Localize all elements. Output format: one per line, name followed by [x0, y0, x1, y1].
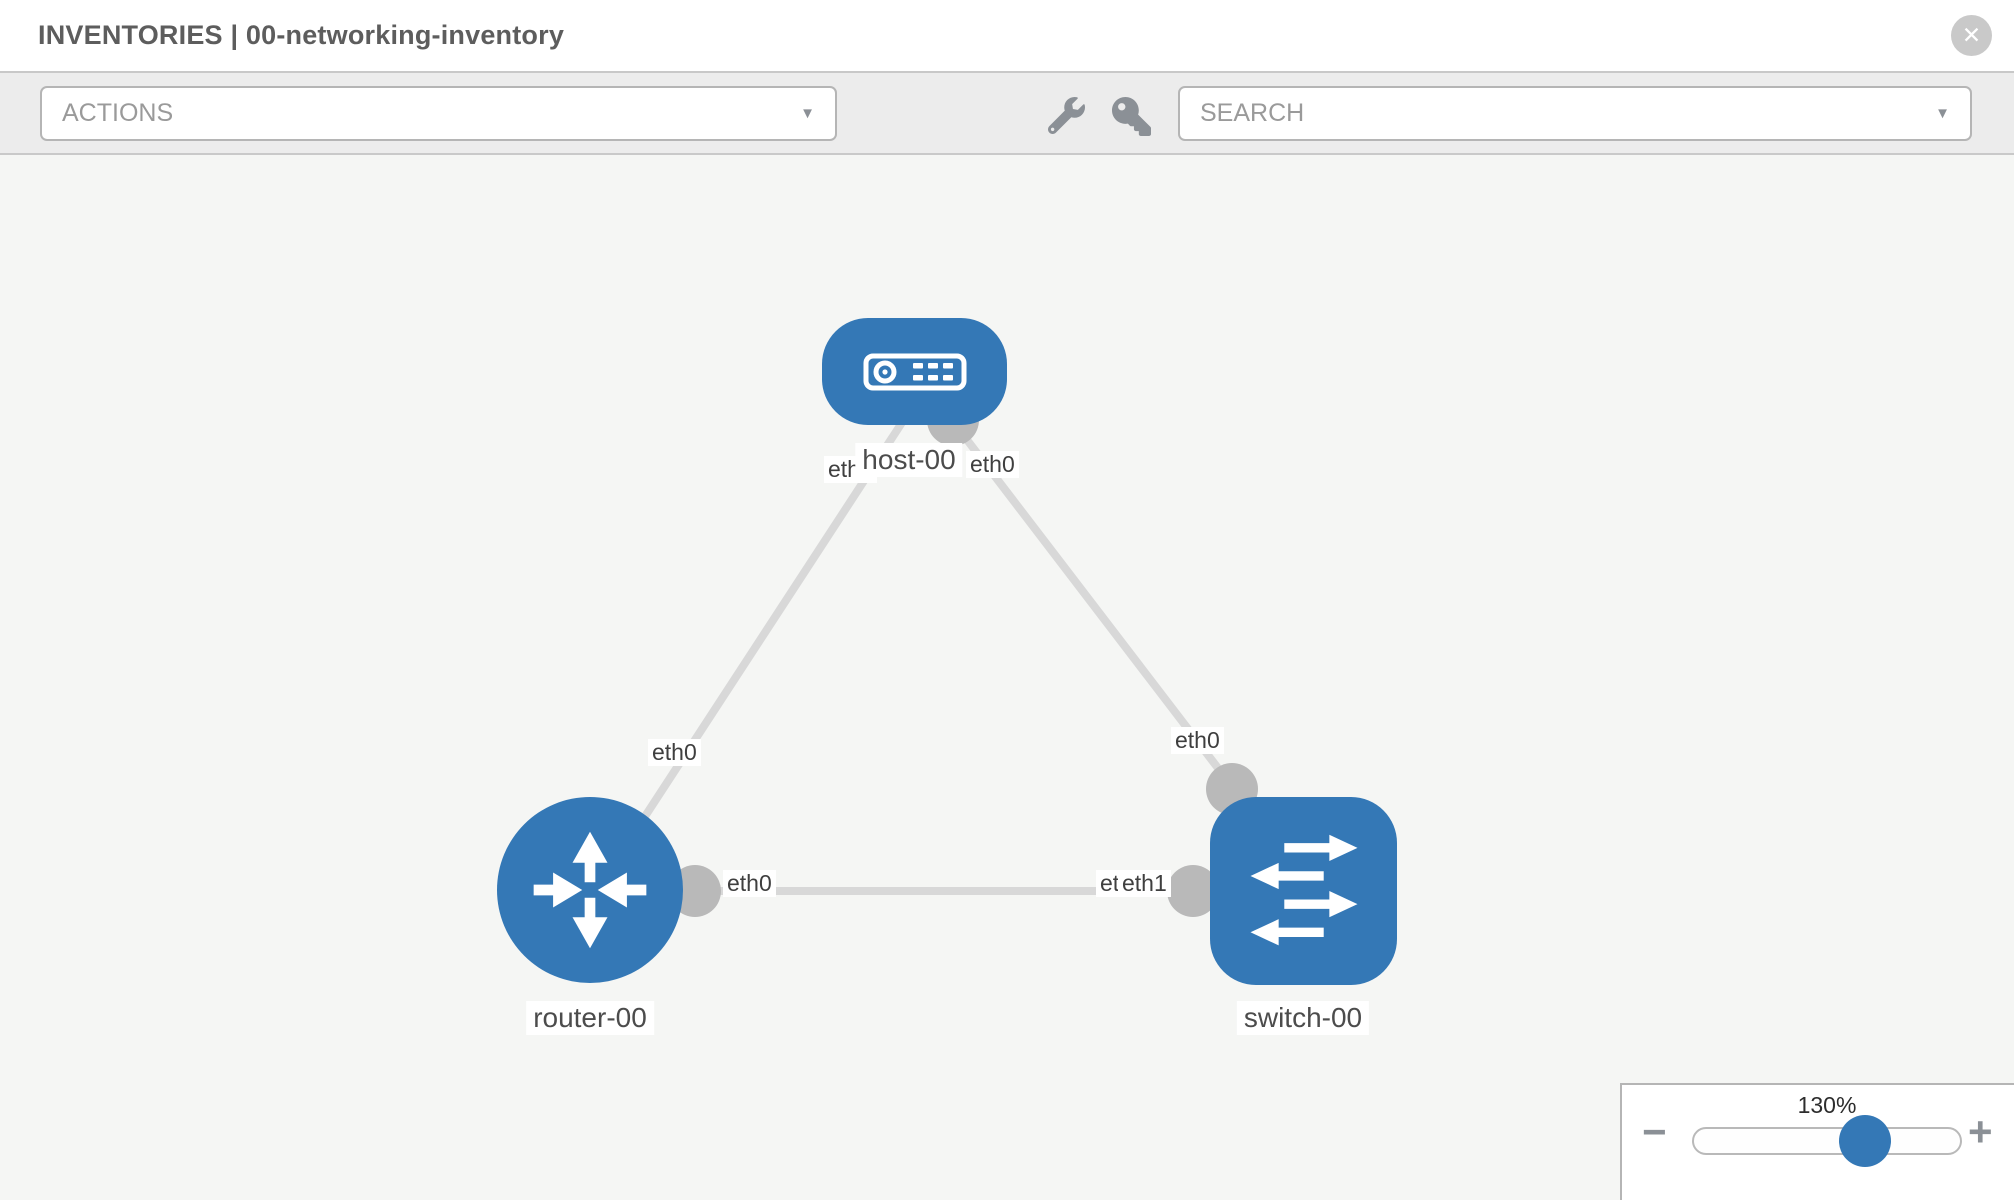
zoom-control-panel: 130% − +	[1620, 1083, 2014, 1200]
key-manage-button[interactable]	[1048, 97, 1085, 134]
host-icon	[863, 353, 966, 390]
actions-dropdown-label: ACTIONS	[62, 99, 174, 127]
node-host-00[interactable]	[822, 318, 1007, 425]
zoom-out-button[interactable]: −	[1642, 1111, 1667, 1153]
close-button[interactable]: ✕	[1951, 15, 1992, 56]
search-dropdown-label: SEARCH	[1200, 99, 1305, 127]
chevron-down-icon: ▼	[800, 105, 815, 122]
link-host-router	[591, 415, 909, 896]
router-icon	[533, 831, 647, 949]
plus-icon: +	[1968, 1108, 1993, 1155]
switch-icon	[1250, 834, 1357, 946]
port-label: eth0	[966, 451, 1019, 479]
interface-connector[interactable]	[1167, 865, 1219, 917]
port-label: eth0	[648, 739, 701, 767]
zoom-in-button[interactable]: +	[1968, 1111, 1993, 1153]
key-icon	[1112, 97, 1151, 136]
minus-icon: −	[1642, 1108, 1667, 1155]
port-label: eth1	[1118, 870, 1171, 898]
links-layer	[590, 394, 1305, 917]
chevron-down-icon: ▼	[1935, 105, 1950, 122]
page-title: INVENTORIES | 00-networking-inventory	[38, 20, 565, 50]
credentials-button[interactable]	[1112, 97, 1151, 136]
topology-canvas[interactable]: eth0 eth0 eth0 eth0 eth0 eth0 eth1 host-…	[0, 155, 2014, 1200]
node-router-00[interactable]	[497, 797, 683, 983]
toolbar: ACTIONS ▼ SEARCH ▼	[0, 73, 2014, 155]
zoom-slider-track[interactable]	[1692, 1127, 1962, 1155]
search-dropdown[interactable]: SEARCH ▼	[1178, 86, 1972, 141]
actions-dropdown[interactable]: ACTIONS ▼	[40, 86, 837, 141]
wrench-icon	[1048, 97, 1085, 134]
zoom-level-value: 130%	[1797, 1092, 1857, 1118]
node-label-switch-00: switch-00	[1236, 1001, 1370, 1036]
node-switch-00[interactable]	[1210, 797, 1397, 985]
header: INVENTORIES | 00-networking-inventory ✕	[0, 0, 2014, 73]
zoom-slider-thumb[interactable]	[1839, 1115, 1891, 1167]
close-icon: ✕	[1961, 22, 1982, 48]
node-label-router-00: router-00	[526, 1001, 654, 1036]
node-label-host-00: host-00	[855, 443, 963, 478]
port-label: eth0	[1171, 727, 1224, 755]
port-label: eth0	[723, 870, 776, 898]
